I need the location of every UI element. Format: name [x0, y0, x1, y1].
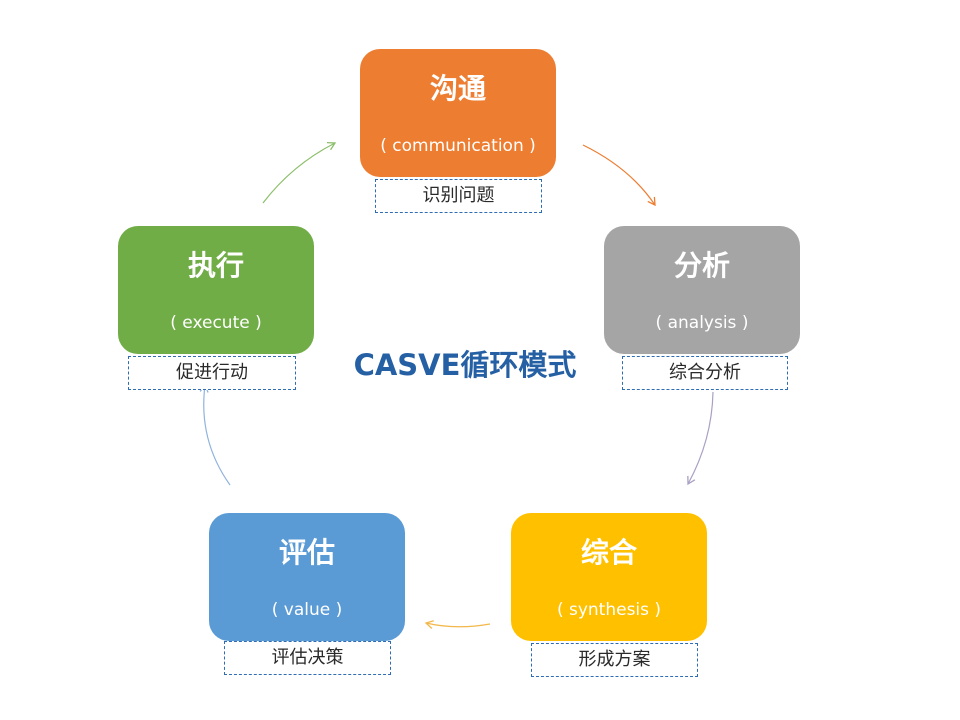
node-title: 执行	[187, 249, 244, 282]
tag-communication: 识别问题	[375, 179, 542, 213]
node-execute: 执行 ( execute )	[118, 226, 314, 354]
node-title: 沟通	[429, 72, 486, 105]
arrow-synthesis-to-value	[424, 620, 491, 629]
arrow-analysis-to-synthesis	[687, 391, 714, 486]
node-synthesis: 综合 ( synthesis )	[511, 513, 707, 641]
arrow-value-to-execute	[199, 383, 231, 486]
node-subtitle: ( value )	[271, 600, 343, 620]
tag-value: 评估决策	[224, 641, 391, 675]
tag-synthesis: 形成方案	[531, 643, 698, 677]
node-subtitle: ( communication )	[380, 136, 536, 156]
arrow-execute-to-communication	[262, 141, 337, 204]
tag-execute: 促进行动	[128, 356, 296, 390]
node-subtitle: ( execute )	[170, 313, 262, 333]
node-subtitle: ( analysis )	[655, 313, 749, 333]
node-title: 分析	[673, 249, 730, 282]
tag-analysis: 综合分析	[622, 356, 788, 390]
center-title: CASVE循环模式	[353, 348, 577, 382]
node-value: 评估 ( value )	[209, 513, 405, 641]
node-analysis: 分析 ( analysis )	[604, 226, 800, 354]
node-subtitle: ( synthesis )	[556, 600, 662, 620]
node-communication: 沟通 ( communication )	[360, 49, 556, 177]
node-title: 评估	[278, 536, 335, 569]
arrow-communication-to-analysis	[582, 144, 656, 207]
node-title: 综合	[580, 536, 637, 569]
